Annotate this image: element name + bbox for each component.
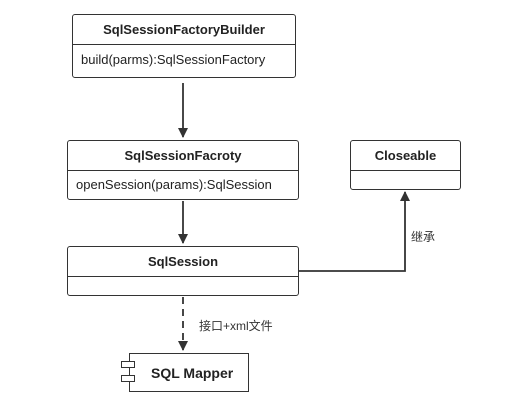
class-method: build(parms):SqlSessionFactory (81, 52, 266, 67)
class-title: Closeable (351, 141, 460, 171)
class-method: openSession(params):SqlSession (76, 177, 272, 192)
component-sql-mapper: SQL Mapper (121, 353, 249, 392)
class-sqlsessionfactorybuilder: SqlSessionFactoryBuilder build(parms):Sq… (72, 14, 296, 78)
class-empty-compartment (351, 171, 460, 189)
class-sqlsessionfacroty: SqlSessionFacroty openSession(params):Sq… (67, 140, 299, 200)
class-title: SqlSessionFacroty (68, 141, 298, 171)
component-tab-icon (121, 375, 135, 382)
edge-label-interface-xml: 接口+xml文件 (199, 319, 273, 333)
class-title: SqlSession (68, 247, 298, 277)
class-empty-compartment (68, 277, 298, 295)
edge-label-inherit: 继承 (411, 230, 436, 244)
class-sqlsession: SqlSession (67, 246, 299, 296)
component-tab-icon (121, 361, 135, 368)
arrow-session-to-closeable (299, 191, 410, 272)
component-label: SQL Mapper (151, 365, 234, 381)
class-title: SqlSessionFactoryBuilder (73, 15, 295, 45)
class-closeable: Closeable (350, 140, 461, 190)
